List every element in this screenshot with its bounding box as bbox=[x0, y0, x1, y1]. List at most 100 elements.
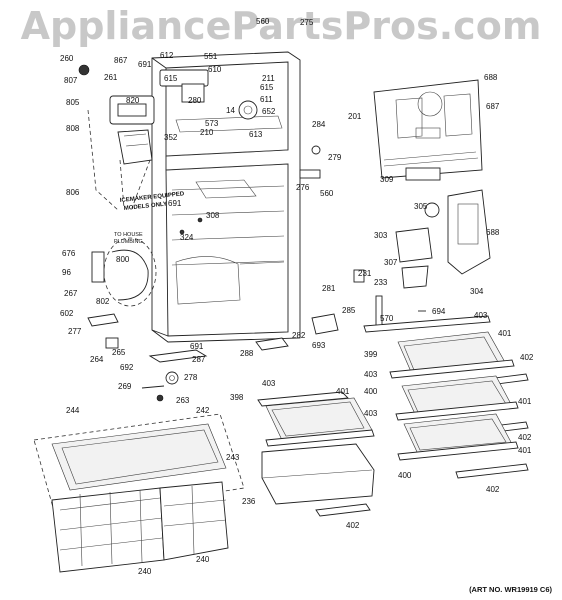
callout-611: 611 bbox=[260, 95, 273, 104]
callout-201: 201 bbox=[348, 112, 362, 121]
callout-260: 260 bbox=[60, 54, 74, 63]
callout-282: 282 bbox=[292, 331, 306, 340]
callout-264: 264 bbox=[90, 355, 104, 364]
art-number: (ART NO. WR19919 C6) bbox=[469, 585, 552, 594]
callout-688: 688 bbox=[486, 228, 500, 237]
callout-303: 303 bbox=[374, 231, 388, 240]
callout-570: 570 bbox=[380, 314, 394, 323]
callout-324: 324 bbox=[180, 233, 194, 242]
callout-269: 269 bbox=[118, 382, 132, 391]
callout-275: 275 bbox=[300, 18, 314, 27]
icemaker-note-line2: MODELS ONLY bbox=[124, 201, 168, 212]
callout-403: 403 bbox=[364, 370, 378, 379]
callout-304: 304 bbox=[470, 287, 484, 296]
callout-692: 692 bbox=[120, 363, 134, 372]
callout-210: 210 bbox=[200, 128, 214, 137]
callout-233: 233 bbox=[374, 278, 388, 287]
callout-800: 800 bbox=[116, 255, 130, 264]
callout-231: 231 bbox=[358, 269, 372, 278]
callout-820: 820 bbox=[126, 96, 140, 105]
callout-652: 652 bbox=[262, 107, 276, 116]
callout-806: 806 bbox=[66, 188, 80, 197]
plumbing-note-line2: PLUMBING bbox=[114, 239, 143, 245]
callout-309: 309 bbox=[380, 175, 394, 184]
callout-691: 691 bbox=[138, 60, 152, 69]
callout-263: 263 bbox=[176, 396, 190, 405]
crisper-drawer bbox=[257, 391, 375, 517]
callout-267: 267 bbox=[64, 289, 78, 298]
callout-691: 691 bbox=[190, 342, 204, 351]
callout-305: 305 bbox=[414, 202, 428, 211]
callout-687: 687 bbox=[486, 102, 500, 111]
callout-277: 277 bbox=[68, 327, 82, 336]
callout-288: 288 bbox=[240, 349, 254, 358]
callout-244: 244 bbox=[66, 406, 80, 415]
freezer-baskets bbox=[33, 413, 245, 573]
callout-402: 402 bbox=[520, 353, 534, 362]
callout-261: 261 bbox=[104, 73, 118, 82]
callout-236: 236 bbox=[242, 497, 256, 506]
callout-691: 691 bbox=[168, 199, 182, 208]
callout-14: 14 bbox=[226, 106, 235, 115]
fresh-food-shelves bbox=[363, 315, 529, 479]
callout-401: 401 bbox=[518, 446, 532, 455]
callout-403: 403 bbox=[364, 409, 378, 418]
callout-551: 551 bbox=[204, 52, 218, 61]
callout-labels: 560 275 260 867 612 551 691 615 610 807 261 820 211 8… bbox=[60, 17, 534, 576]
callout-612: 612 bbox=[160, 51, 174, 60]
watermark: AppliancePartsPros.com bbox=[20, 4, 542, 48]
callout-240: 240 bbox=[196, 555, 210, 564]
callout-560: 560 bbox=[320, 189, 334, 198]
callout-265: 265 bbox=[112, 348, 126, 357]
callout-615: 615 bbox=[164, 74, 178, 83]
callout-280: 280 bbox=[188, 96, 202, 105]
callout-211: 211 bbox=[262, 74, 275, 83]
callout-573: 573 bbox=[205, 119, 219, 128]
callout-694: 694 bbox=[432, 307, 446, 316]
hardware-parts bbox=[105, 145, 426, 402]
refrigerator-cabinet bbox=[148, 51, 301, 363]
callout-808: 808 bbox=[66, 124, 80, 133]
callout-400: 400 bbox=[398, 471, 412, 480]
callout-400: 400 bbox=[364, 387, 378, 396]
callout-807: 807 bbox=[64, 76, 78, 85]
callout-240: 240 bbox=[138, 567, 152, 576]
callout-602: 602 bbox=[60, 309, 74, 318]
callout-287: 287 bbox=[192, 355, 206, 364]
callout-676: 676 bbox=[62, 249, 76, 258]
plumbing-note-line1: TO HOUSE bbox=[114, 232, 143, 238]
callout-403: 403 bbox=[474, 311, 488, 320]
callout-560: 560 bbox=[256, 17, 270, 26]
damper-control bbox=[311, 189, 491, 335]
callout-279: 279 bbox=[328, 153, 342, 162]
callout-308: 308 bbox=[206, 211, 220, 220]
callout-307: 307 bbox=[384, 258, 398, 267]
callout-243: 243 bbox=[226, 453, 240, 462]
callout-401: 401 bbox=[498, 329, 512, 338]
callout-281: 281 bbox=[322, 284, 336, 293]
callout-867: 867 bbox=[114, 56, 128, 65]
callout-401: 401 bbox=[336, 387, 350, 396]
callout-693: 693 bbox=[312, 341, 326, 350]
callout-613: 613 bbox=[249, 130, 263, 139]
callout-402: 402 bbox=[486, 485, 500, 494]
callout-610: 610 bbox=[208, 65, 222, 74]
callout-402: 402 bbox=[518, 433, 532, 442]
callout-805: 805 bbox=[66, 98, 80, 107]
callout-802: 802 bbox=[96, 297, 110, 306]
callout-402: 402 bbox=[346, 521, 360, 530]
callout-615: 615 bbox=[260, 83, 274, 92]
air-duct-panel bbox=[373, 79, 483, 181]
callout-284: 284 bbox=[312, 120, 326, 129]
callout-242: 242 bbox=[196, 406, 210, 415]
callout-401: 401 bbox=[518, 397, 532, 406]
callout-399: 399 bbox=[364, 350, 378, 359]
callout-403: 403 bbox=[262, 379, 276, 388]
callout-398: 398 bbox=[230, 393, 244, 402]
callout-688: 688 bbox=[484, 73, 498, 82]
callout-276: 276 bbox=[296, 183, 310, 192]
callout-278: 278 bbox=[184, 373, 198, 382]
callout-96: 96 bbox=[62, 268, 71, 277]
